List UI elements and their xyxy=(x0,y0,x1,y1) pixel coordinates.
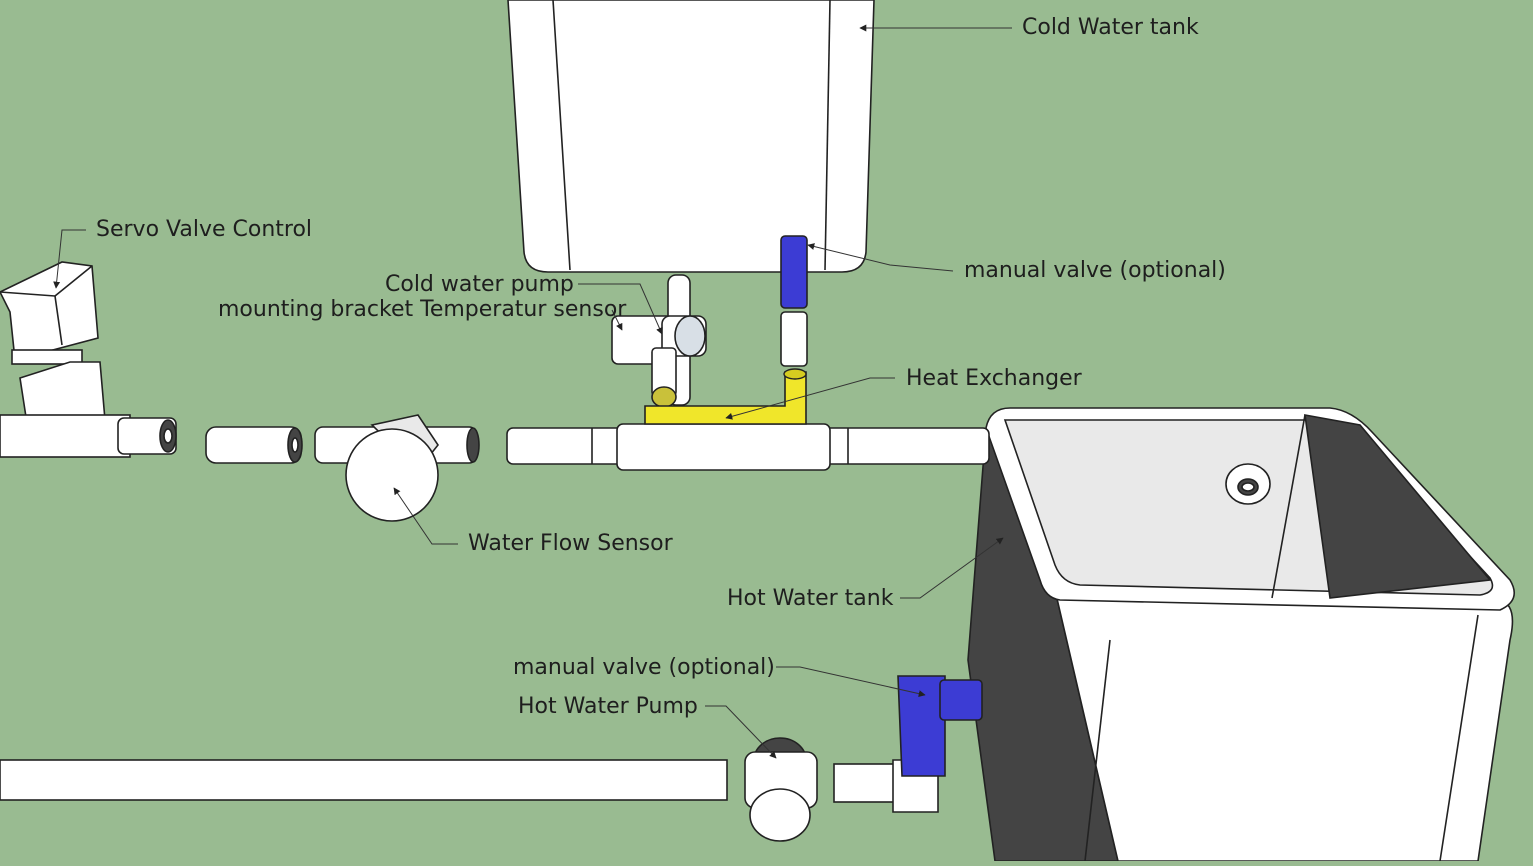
manual-valve-bottom xyxy=(898,676,982,776)
cold-water-pump xyxy=(612,275,706,407)
hot-water-pump xyxy=(745,738,817,841)
label-heat-exchanger: Heat Exchanger xyxy=(906,366,1082,392)
servo-valve xyxy=(0,262,176,457)
label-mounting-bracket: mounting bracket Temperatur sensor xyxy=(218,297,626,323)
label-cold-water-tank: Cold Water tank xyxy=(1022,15,1199,41)
manual-valve-top xyxy=(781,236,807,366)
hot-water-tank xyxy=(968,408,1514,861)
label-cold-water-pump: Cold water pump xyxy=(385,272,574,298)
label-servo-valve-control: Servo Valve Control xyxy=(96,217,312,243)
cold-water-tank xyxy=(508,0,874,272)
label-hot-water-pump: Hot Water Pump xyxy=(518,694,698,720)
label-hot-water-tank: Hot Water tank xyxy=(727,586,893,612)
label-manual-valve-bottom: manual valve (optional) xyxy=(513,655,775,681)
label-manual-valve-top: manual valve (optional) xyxy=(964,258,1226,284)
label-water-flow-sensor: Water Flow Sensor xyxy=(468,531,673,557)
middle-pipe-line xyxy=(206,424,989,470)
